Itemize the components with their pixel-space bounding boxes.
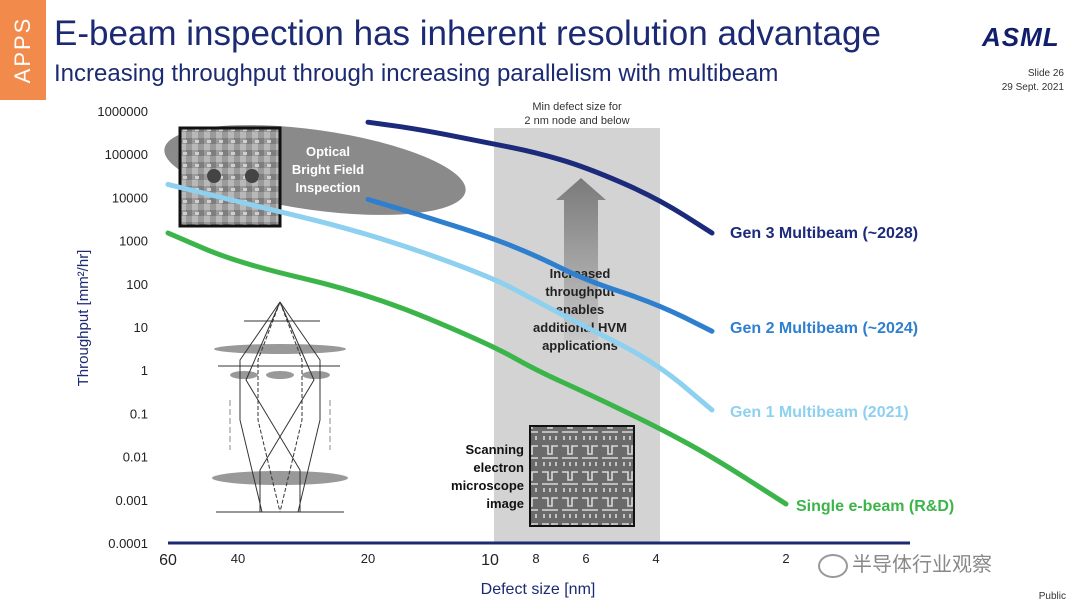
multibeam-column-schematic [212, 301, 348, 513]
slide-number: Slide 26 [1027, 68, 1064, 79]
watermark-text: 半导体行业观察 [852, 554, 992, 576]
sem-label-line2: electron [473, 460, 524, 475]
sem-label-line1: Scanning [465, 442, 524, 457]
band-label-line1: Min defect size for [532, 101, 622, 113]
series-label: Gen 1 Multibeam (2021) [730, 404, 909, 421]
arrow-label-line2: throughput [545, 284, 615, 299]
slide-date: 29 Sept. 2021 [1001, 82, 1064, 93]
y-tick-label: 100 [126, 277, 148, 292]
y-tick-label: 10000 [112, 190, 148, 205]
optical-label-line1: Optical [306, 144, 350, 159]
x-tick-label: 4 [652, 551, 659, 566]
sem-label-line4: image [486, 496, 524, 511]
series-line [165, 230, 789, 507]
y-tick-label: 1000000 [97, 104, 148, 119]
optical-label-line2: Bright Field [292, 162, 364, 177]
optical-label-line3: Inspection [295, 180, 360, 195]
x-tick-labels: 60 40 20 10 8 6 4 2 [159, 551, 790, 569]
series-label: Gen 2 Multibeam (~2024) [730, 320, 918, 337]
x-tick-label: 2 [782, 551, 789, 566]
throughput-arrow [556, 178, 606, 340]
classification-label: Public [1038, 591, 1066, 602]
x-tick-label: 20 [361, 551, 375, 566]
series-line [365, 196, 715, 334]
x-tick-label: 60 [159, 552, 177, 569]
slide-subtitle: Increasing throughput through increasing… [54, 60, 779, 87]
series-line [365, 119, 715, 236]
y-tick-label: 100000 [105, 147, 148, 162]
watermark: 半导体行业观察 [818, 548, 992, 578]
sem-image [529, 425, 635, 527]
x-tick-label: 8 [532, 551, 539, 566]
slide-title: E-beam inspection has inherent resolutio… [54, 14, 881, 53]
y-tick-label: 0.01 [123, 450, 148, 465]
y-tick-label: 1000 [119, 234, 148, 249]
x-tick-label: 10 [481, 552, 499, 569]
x-tick-label: 6 [582, 551, 589, 566]
arrow-label-line5: applications [542, 338, 618, 353]
y-tick-labels: 1000000 100000 10000 1000 100 10 1 0.1 0.01 0.001… [97, 104, 148, 551]
sem-label-line3: microscope [451, 478, 524, 493]
y-tick-label: 10 [134, 320, 148, 335]
series-lines [165, 119, 789, 507]
y-tick-label: 1 [141, 363, 148, 378]
y-tick-label: 0.001 [115, 493, 148, 508]
apps-tab: APPS [0, 0, 46, 100]
x-tick-label: 40 [231, 551, 245, 566]
wechat-icon [818, 553, 848, 578]
asml-logo: ASML [982, 22, 1060, 52]
x-axis-label: Defect size [nm] [481, 581, 596, 598]
y-axis-label: Throughput [mm²/hr] [75, 250, 92, 387]
arrow-label-line3: enables [556, 302, 604, 317]
y-tick-label: 0.0001 [108, 536, 148, 551]
y-tick-label: 0.1 [130, 406, 148, 421]
series-line [165, 181, 715, 413]
series-labels: Gen 3 Multibeam (~2028) Gen 2 Multibeam (… [730, 225, 954, 515]
series-label: Single e-beam (R&D) [796, 498, 954, 515]
series-label: Gen 3 Multibeam (~2028) [730, 225, 918, 242]
arrow-label-line4: additional HVM [533, 320, 627, 335]
band-label-line2: 2 nm node and below [524, 115, 629, 127]
optical-image [178, 126, 282, 228]
